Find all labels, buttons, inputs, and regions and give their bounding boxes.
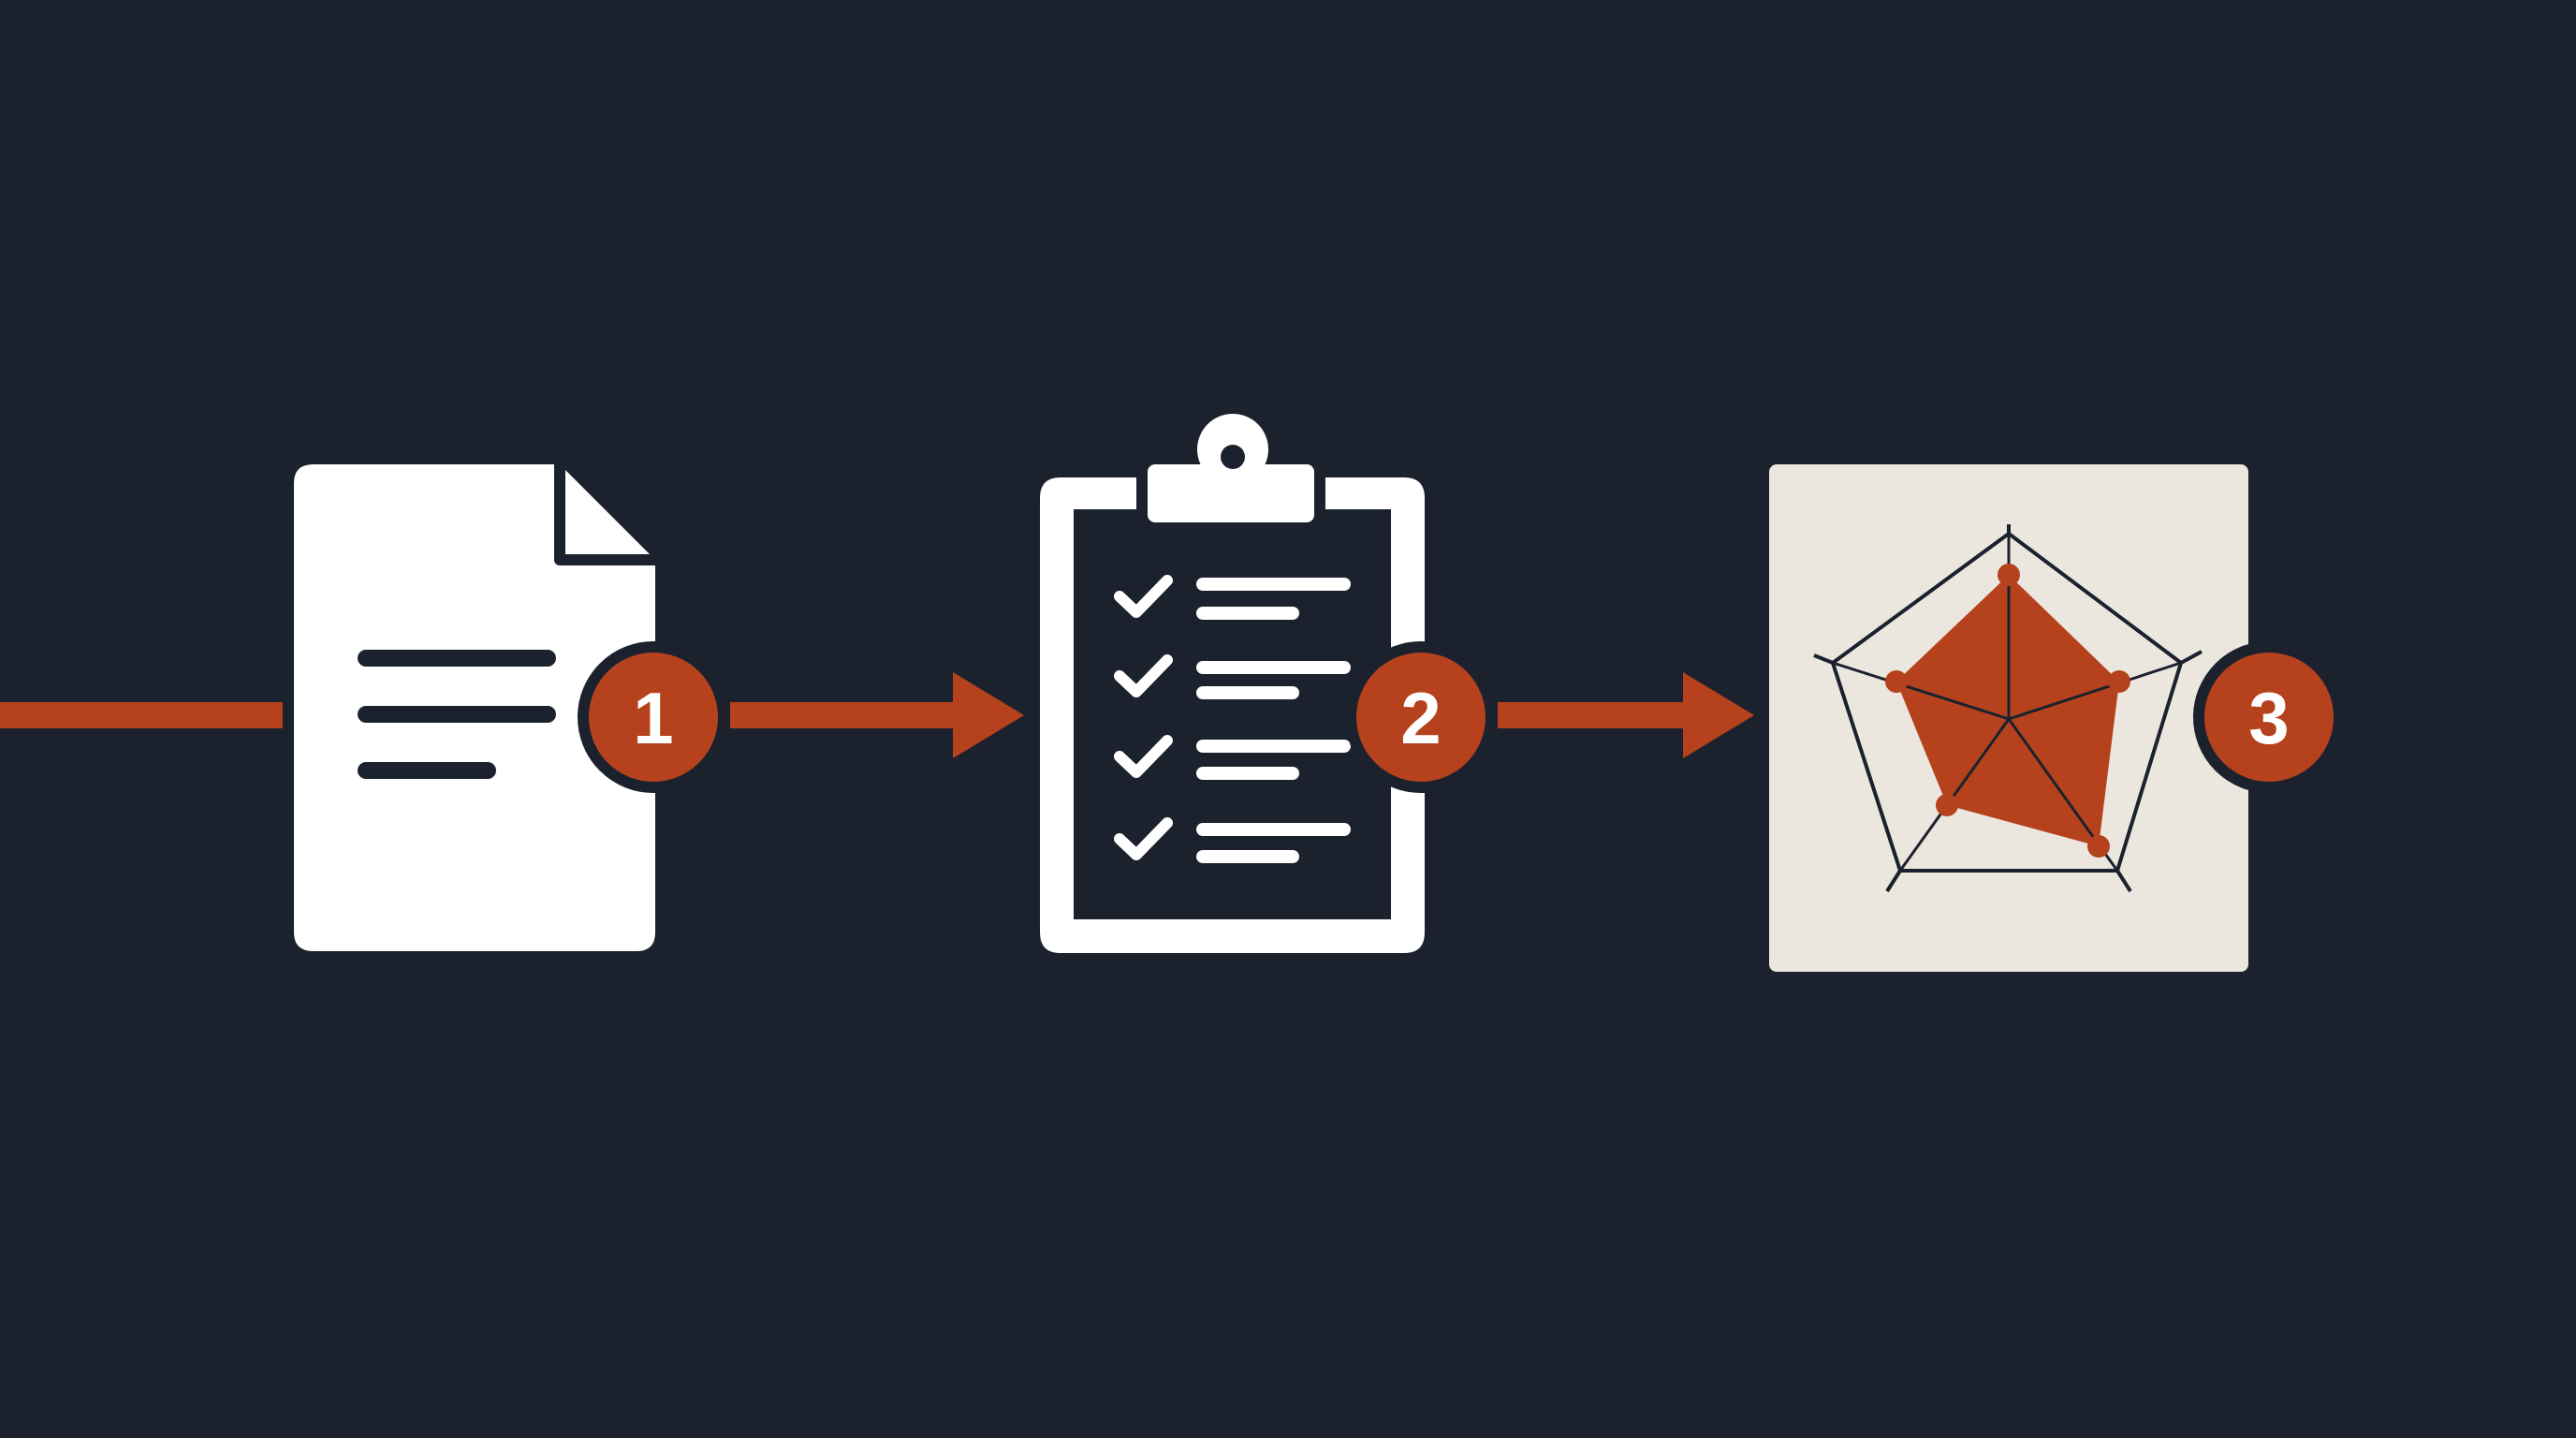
- checkmark-icon: [1114, 575, 1173, 618]
- checklist-item: [1114, 575, 1351, 620]
- checkmark-icon: [1114, 817, 1173, 860]
- step-badge-3: 3: [2193, 641, 2345, 793]
- step-badge-2: 2: [1345, 641, 1497, 793]
- arrow-right-icon: [730, 672, 1024, 758]
- checklist-item: [1114, 654, 1351, 699]
- document-icon: [294, 464, 655, 951]
- step-2: 2: [1040, 414, 1497, 953]
- radar-point: [1936, 794, 1958, 816]
- step-number: 2: [1400, 677, 1441, 759]
- radar-points: [1885, 564, 2130, 858]
- arrow-right-icon: [1498, 672, 1754, 758]
- step-number: 3: [2248, 677, 2289, 759]
- step-3: 3: [1769, 464, 2345, 972]
- document-text-line: [358, 762, 496, 779]
- checklist-item: [1114, 735, 1351, 780]
- step-1: 1: [294, 464, 729, 951]
- radar-point: [2108, 670, 2130, 693]
- step-number: 1: [633, 677, 673, 759]
- radar-point: [2087, 835, 2110, 858]
- clipboard-checklist-icon: [1040, 414, 1425, 953]
- checkmark-icon: [1114, 735, 1173, 778]
- checklist-item: [1114, 817, 1351, 863]
- step-badge-1: 1: [578, 641, 729, 793]
- incoming-connector-line: [0, 702, 283, 728]
- radar-point: [1998, 564, 2020, 586]
- radar-chart-icon: [1769, 464, 2248, 972]
- document-text-line: [358, 706, 556, 723]
- radar-grid: [1813, 524, 2203, 893]
- document-text-line: [358, 650, 556, 667]
- checkmark-icon: [1114, 654, 1173, 697]
- radar-point: [1885, 670, 1908, 693]
